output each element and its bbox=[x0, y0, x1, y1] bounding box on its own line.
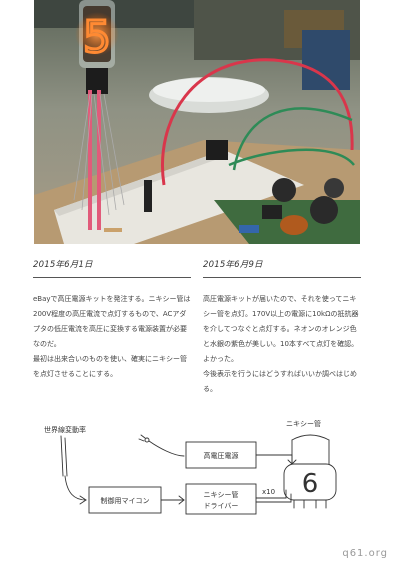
site-brand: q61.org bbox=[342, 548, 388, 559]
label-multiplier: x10 bbox=[262, 488, 275, 496]
nixie-tube-outline bbox=[283, 463, 337, 501]
entry-paragraph: 最初は出来合いのものを使い、確実にニキシー管を点灯させることにする。 bbox=[33, 355, 187, 378]
entry-date: 2015年6月1日 bbox=[33, 258, 191, 278]
signal-line bbox=[60, 435, 64, 477]
nixie-tube-neck bbox=[291, 439, 330, 465]
signal-line bbox=[64, 437, 68, 477]
label-clock: 世界線変動率 bbox=[44, 425, 86, 434]
connector bbox=[64, 475, 87, 501]
diary-entry: 2015年6月9日 高圧電源キットが届いたので、それを使ってニキシー管を点灯。1… bbox=[203, 258, 361, 397]
plug-icon bbox=[144, 437, 150, 443]
label-driver-line2: ドライバー bbox=[204, 502, 239, 510]
svg-text:5: 5 bbox=[83, 12, 111, 63]
block-diagram: 世界線変動率 ニキシー管 高電圧電源 制御用マイコン ニキシー管 ドライバー x… bbox=[44, 419, 337, 515]
entry-paragraph: 高圧電源キットが届いたので、それを使ってニキシー管を点灯。170V以上の電源に1… bbox=[203, 295, 359, 363]
entry-paragraph: eBayで高圧電源キットを発注する。ニキシー管は200V程度の高圧電流で点灯する… bbox=[33, 295, 191, 348]
entry-date: 2015年6月9日 bbox=[203, 258, 361, 278]
entry-paragraph: 今後表示を行うにはどうすればいいか調べはじめる。 bbox=[203, 370, 357, 393]
label-tube: ニキシー管 bbox=[286, 419, 321, 428]
arrow bbox=[79, 495, 87, 505]
diary-entry: 2015年6月1日 eBayで高圧電源キットを発注する。ニキシー管は200V程度… bbox=[33, 258, 191, 382]
arrow bbox=[178, 495, 185, 505]
label-mcu: 制御用マイコン bbox=[101, 496, 150, 505]
power-cord bbox=[148, 440, 185, 457]
tube-digit: 6 bbox=[302, 469, 319, 499]
entry-body: 高圧電源キットが届いたので、それを使ってニキシー管を点灯。170V以上の電源に1… bbox=[203, 292, 361, 397]
entry-body: eBayで高圧電源キットを発注する。ニキシー管は200V程度の高圧電流で点灯する… bbox=[33, 292, 191, 382]
label-driver-line1: ニキシー管 bbox=[204, 490, 239, 499]
label-hv-power: 高電圧電源 bbox=[204, 451, 239, 460]
driver-box bbox=[185, 483, 257, 515]
nixie-tube-photo: 5 bbox=[34, 0, 360, 244]
